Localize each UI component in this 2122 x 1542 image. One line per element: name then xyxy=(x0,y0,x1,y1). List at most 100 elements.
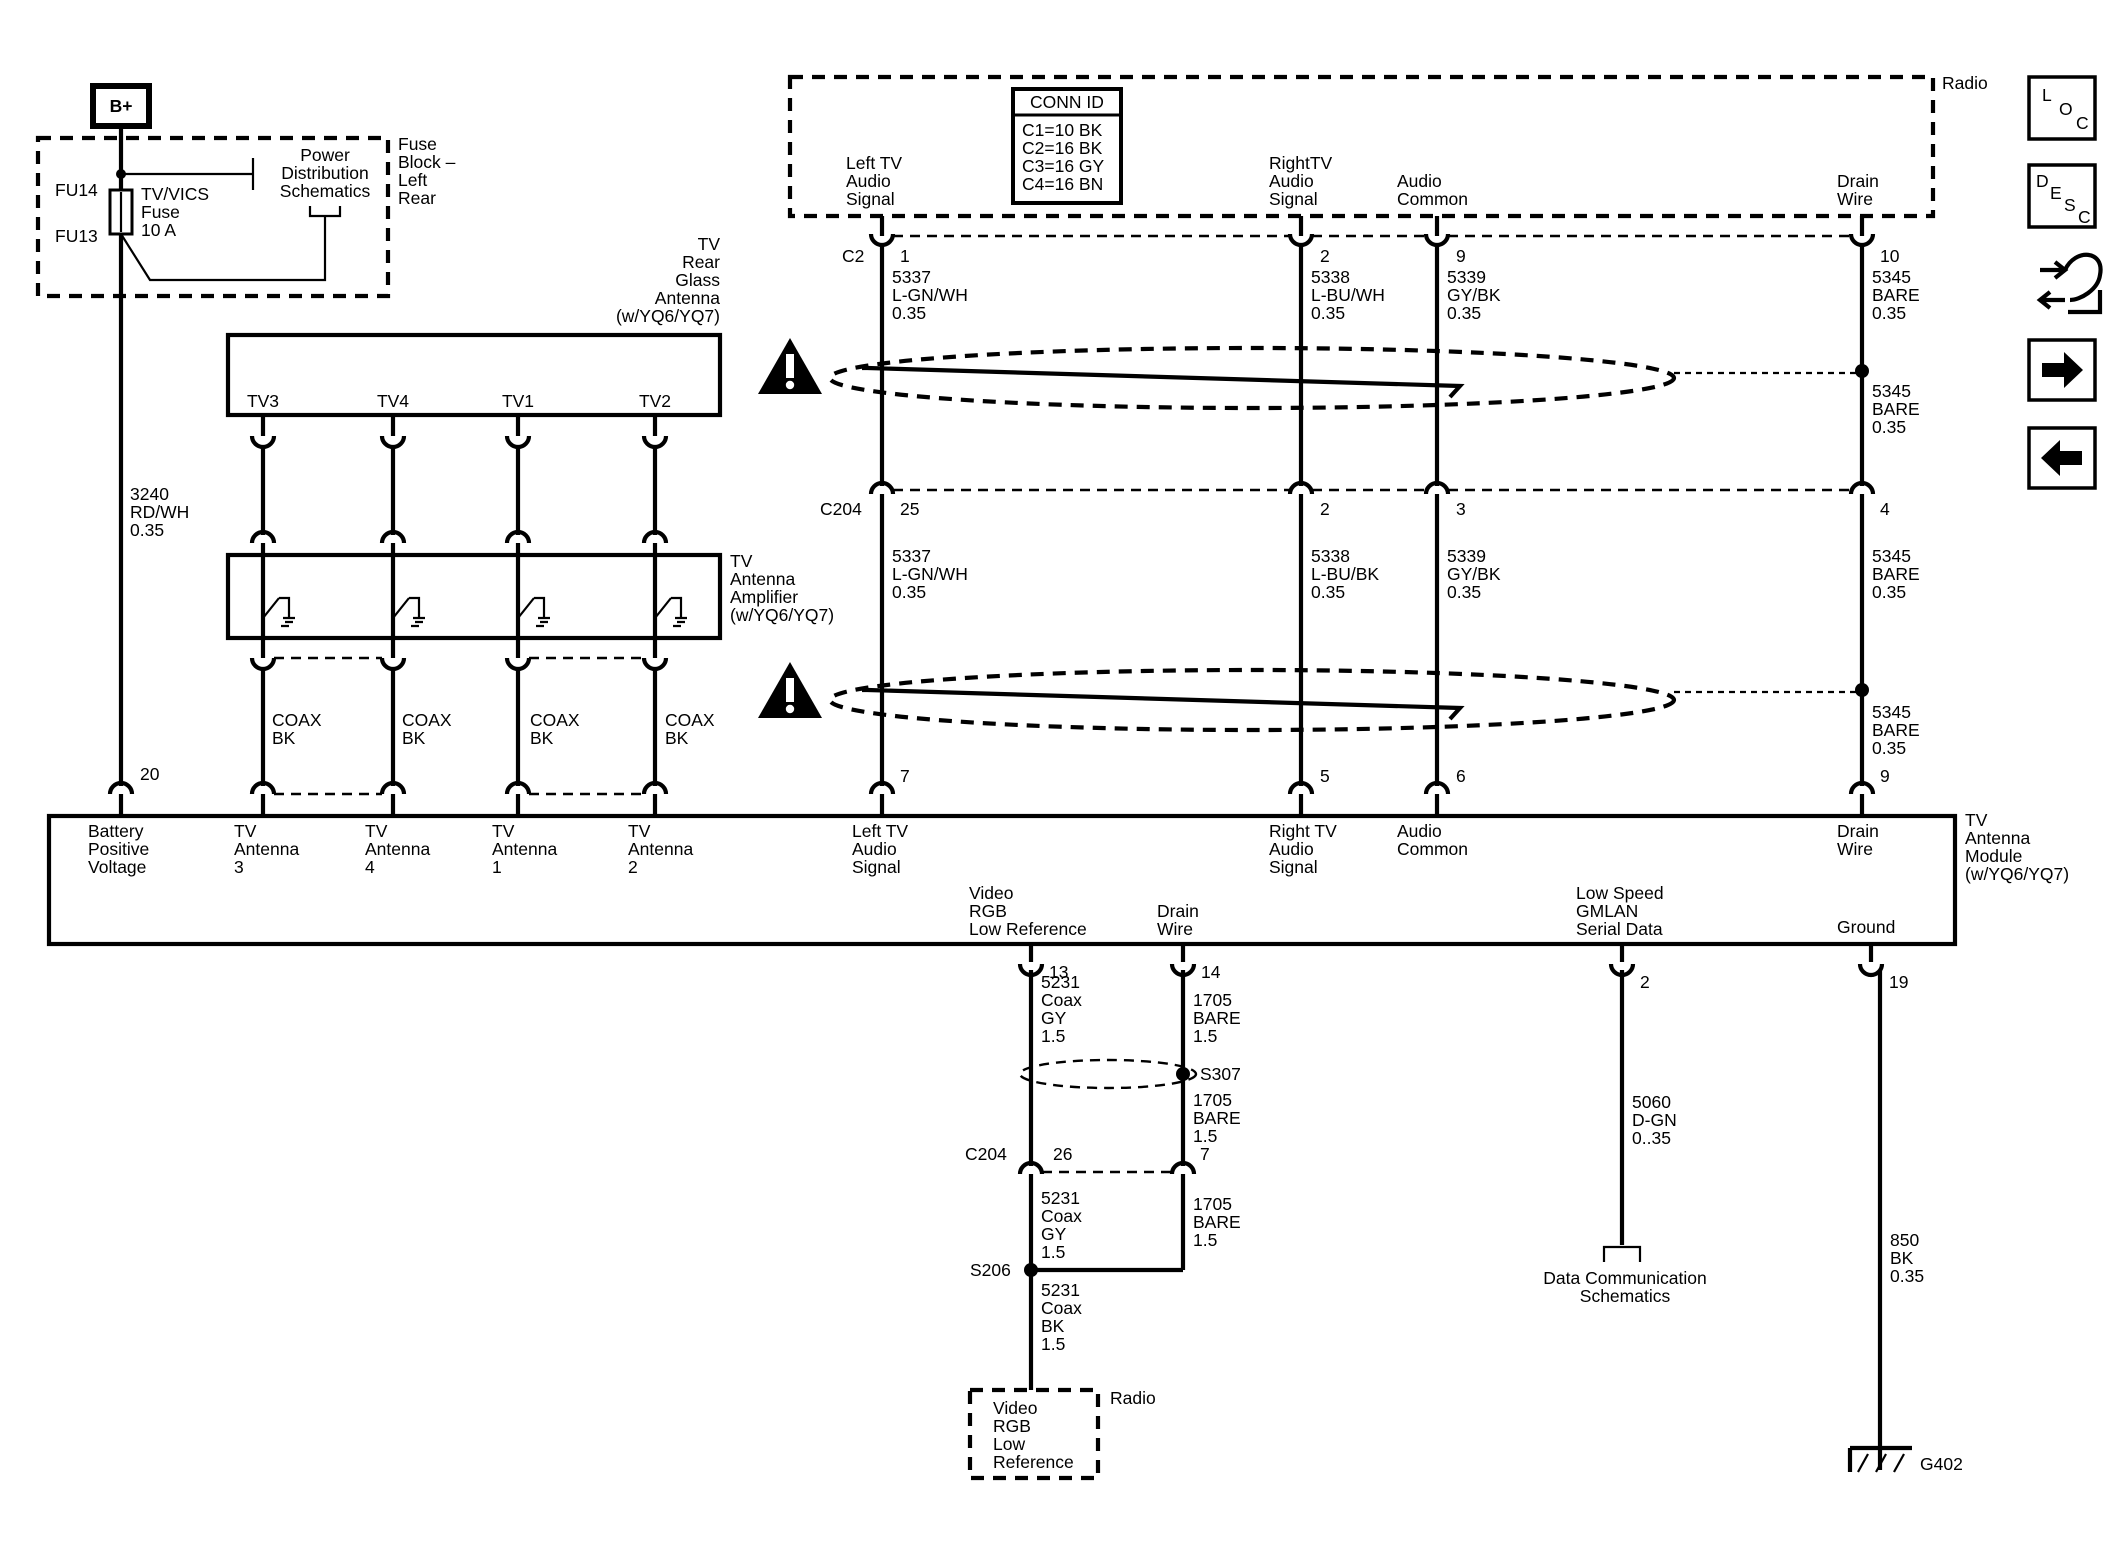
data-comm-1: Data Communication xyxy=(1543,1268,1706,1288)
lower-shield xyxy=(758,662,1869,733)
pd-label-3: Schematics xyxy=(280,181,371,201)
wire-5345-color: BARE xyxy=(1872,285,1920,305)
antenna-terminal-tv2: TV2 xyxy=(639,391,671,411)
antenna-name-4: Antenna xyxy=(655,288,720,308)
radio-pin-common-1: Audio xyxy=(1397,171,1442,191)
drain-c-color: BARE xyxy=(1193,1212,1241,1232)
mod-video-2: RGB xyxy=(969,901,1007,921)
desc-button[interactable]: D E S C xyxy=(2027,163,2097,229)
conn-id-title: CONN ID xyxy=(1030,92,1104,112)
c204-pin-2: 2 xyxy=(1320,499,1330,519)
gmlan-color: D-GN xyxy=(1632,1110,1677,1130)
fu14-label: FU14 xyxy=(55,180,98,200)
coax-3-color: BK xyxy=(530,728,554,748)
radio-pin-right-2: Audio xyxy=(1269,171,1314,191)
coax-2-color: BK xyxy=(402,728,426,748)
mod-right-2: Audio xyxy=(1269,839,1314,859)
drain-upper-size: 0.35 xyxy=(1872,417,1906,437)
mod-tv3-3: 3 xyxy=(234,857,244,877)
c2-pin-2: 2 xyxy=(1320,246,1330,266)
video3-size: 1.5 xyxy=(1041,1334,1065,1354)
gmlan-size: 0..35 xyxy=(1632,1128,1671,1148)
harness-icon[interactable] xyxy=(2036,252,2103,315)
radio-pin-right-1: RightTV xyxy=(1269,153,1333,173)
ground-circuit: 850 xyxy=(1890,1230,1919,1250)
c204-lower-pin-7: 7 xyxy=(1200,1144,1210,1164)
desc-c: C xyxy=(2078,207,2091,227)
mod-tv3-2: Antenna xyxy=(234,839,299,859)
fuse-name-1: TV/VICS xyxy=(141,184,209,204)
gmlan-circuit: 5060 xyxy=(1632,1092,1671,1112)
upper-wire-labels: 5337 L-GN/WH 0.35 5338 L-BU/WH 0.35 5339… xyxy=(892,267,1920,437)
mod-left-1: Left TV xyxy=(852,821,908,841)
radio-video-box: Radio Video RGB Low Reference xyxy=(967,1387,1156,1481)
c2-pin-1: 1 xyxy=(900,246,910,266)
drain-b-color: BARE xyxy=(1193,1108,1241,1128)
c204-lower-name: C204 xyxy=(965,1144,1007,1164)
wire-5338-size: 0.35 xyxy=(1311,303,1345,323)
video2-color: GY xyxy=(1041,1224,1067,1244)
ground-icon xyxy=(1847,1445,1912,1473)
module-name-4: (w/YQ6/YQ7) xyxy=(1965,864,2069,884)
module-pin-20: 20 xyxy=(140,764,160,784)
antenna-name-5: (w/YQ6/YQ7) xyxy=(616,306,720,326)
radio-video-4: Reference xyxy=(993,1452,1074,1472)
radio-video-2: RGB xyxy=(993,1416,1031,1436)
module-pin-5: 5 xyxy=(1320,766,1330,786)
module-pin-19: 19 xyxy=(1889,972,1908,992)
module-top-connectors: 7 5 6 9 xyxy=(118,766,1890,816)
c204-pin-4: 4 xyxy=(1880,499,1890,519)
c204-name: C204 xyxy=(820,499,862,519)
conn-id-row-4: C4=16 BN xyxy=(1022,174,1103,194)
amplifier-name-2: Antenna xyxy=(730,569,795,589)
radio-pin-left-2: Audio xyxy=(846,171,891,191)
c204-pin-3: 3 xyxy=(1456,499,1466,519)
mod-tv1-1: TV xyxy=(492,821,515,841)
pd-label-2: Distribution xyxy=(281,163,369,183)
wire-5338-circuit: 5338 xyxy=(1311,267,1350,287)
splice-s206: S206 xyxy=(970,1260,1011,1280)
wire-5345-circuit: 5345 xyxy=(1872,267,1911,287)
forward-arrow-icon[interactable] xyxy=(2027,338,2097,402)
mod-tv4-3: 4 xyxy=(365,857,375,877)
radio-name: Radio xyxy=(1942,73,1988,93)
mid-5338-size: 0.35 xyxy=(1311,582,1345,602)
mod-common-1: Audio xyxy=(1397,821,1442,841)
loc-button[interactable]: L O C xyxy=(2027,75,2097,141)
video-shield xyxy=(1018,1058,1198,1090)
mid-5339-size: 0.35 xyxy=(1447,582,1481,602)
mod-batt-3: Voltage xyxy=(88,857,146,877)
coax-2-type: COAX xyxy=(402,710,452,730)
mod-gmlan-3: Serial Data xyxy=(1576,919,1663,939)
drain-upper-color: BARE xyxy=(1872,399,1920,419)
radio-pin-common-2: Common xyxy=(1397,189,1468,209)
mid-5339-circuit: 5339 xyxy=(1447,546,1486,566)
coax-4-color: BK xyxy=(665,728,689,748)
radio-pin-right-3: Signal xyxy=(1269,189,1318,209)
ground-section: 850 BK 0.35 G402 xyxy=(1847,970,1963,1474)
video3-circuit: 5231 xyxy=(1041,1280,1080,1300)
module-pin-9: 9 xyxy=(1880,766,1890,786)
mod-common-2: Common xyxy=(1397,839,1468,859)
mod-tv2-3: 2 xyxy=(628,857,638,877)
fuse-block-name-3: Left xyxy=(398,170,427,190)
gmlan-section: 5060 D-GN 0..35 Data Communication Schem… xyxy=(1543,970,1707,1306)
module-name-2: Antenna xyxy=(1965,828,2030,848)
coax-3-type: COAX xyxy=(530,710,580,730)
mod-batt-2: Positive xyxy=(88,839,149,859)
video2-size: 1.5 xyxy=(1041,1242,1065,1262)
fuse-block-outline xyxy=(35,135,391,299)
fu13-label: FU13 xyxy=(55,226,98,246)
conn-id-row-3: C3=16 GY xyxy=(1022,156,1105,176)
c204-pin-25: 25 xyxy=(900,499,919,519)
radio-outline xyxy=(787,74,1936,219)
conn-id-row-1: C1=10 BK xyxy=(1022,120,1103,140)
coax-1-type: COAX xyxy=(272,710,322,730)
antenna-terminal-tv3: TV3 xyxy=(247,391,279,411)
drain-mid-size: 0.35 xyxy=(1872,738,1906,758)
mid-5338-color: L-BU/BK xyxy=(1311,564,1379,584)
video2-circuit: 5231 xyxy=(1041,1188,1080,1208)
mod-right-1: Right TV xyxy=(1269,821,1337,841)
back-arrow-icon[interactable] xyxy=(2027,426,2097,490)
module-pin-6: 6 xyxy=(1456,766,1466,786)
